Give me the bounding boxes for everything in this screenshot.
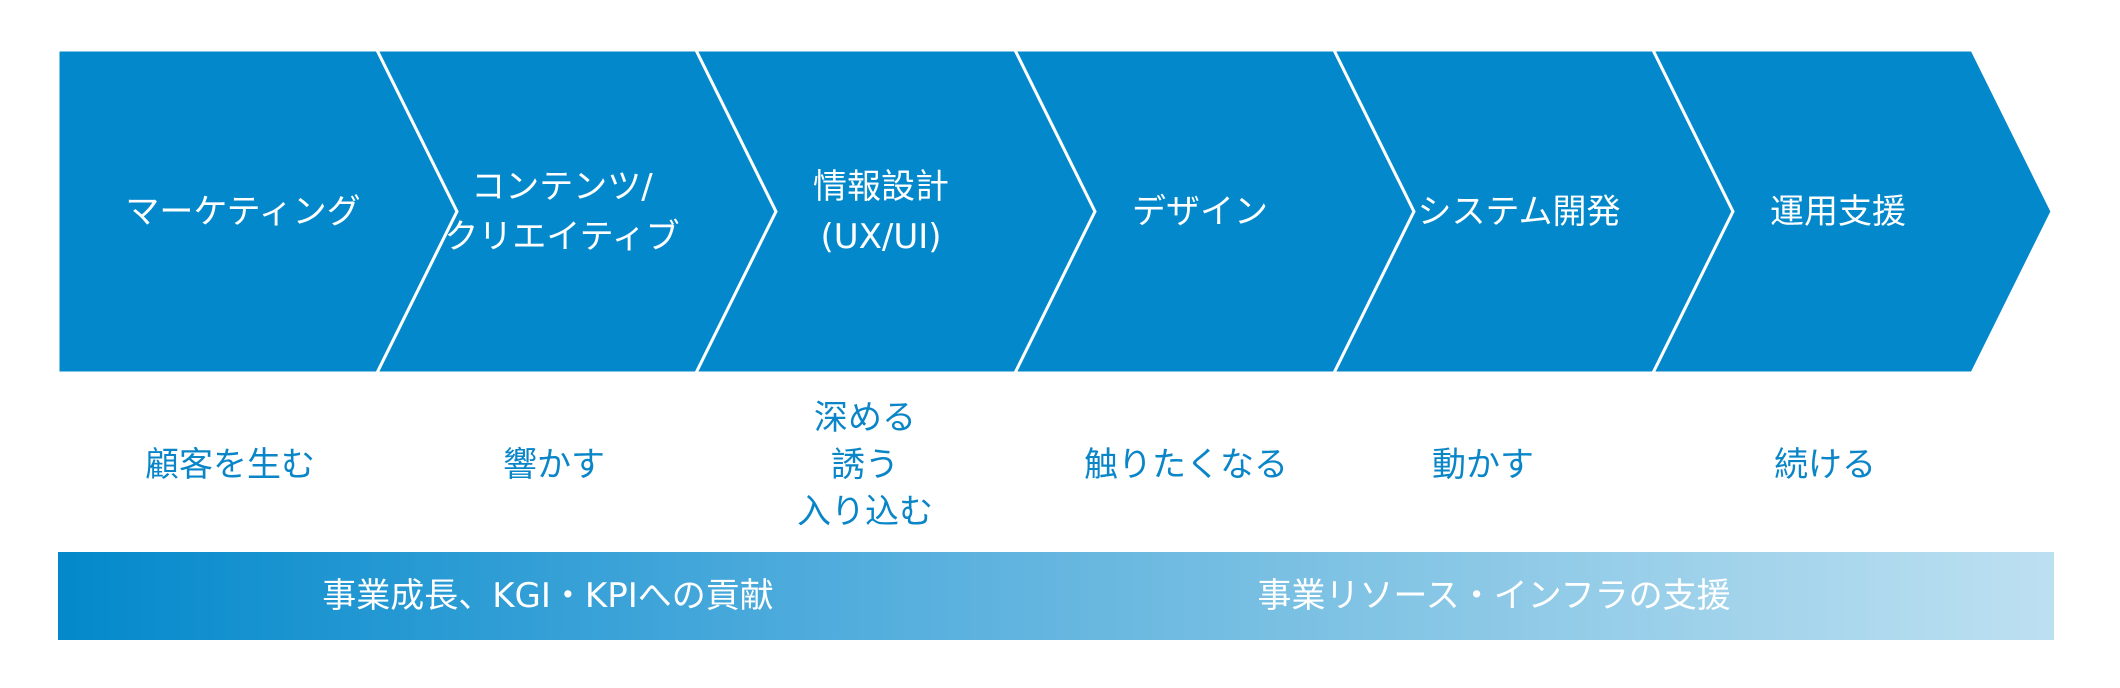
stage-value-2: 深める 誘う 入り込む	[797, 398, 933, 532]
stage-value-5: 続ける	[1774, 445, 1876, 485]
stage-value-4: 動かす	[1432, 445, 1534, 485]
chevron-stage-5	[1650, 48, 2054, 375]
stage-value-3: 触りたくなる	[1084, 445, 1288, 485]
stage-label-0: マーケティング	[125, 191, 361, 232]
bottom-gradient-bar: 事業成長、KGI・KPIへの貢献 事業リソース・インフラの支援	[58, 552, 2054, 640]
bottom-bar-right-text: 事業リソース・インフラの支援	[1257, 576, 1731, 616]
stage-value-1: 響かす	[503, 445, 605, 485]
bottom-bar-left-text: 事業成長、KGI・KPIへの貢献	[322, 576, 774, 616]
stage-value-0: 顧客を生む	[145, 445, 315, 485]
stage-label-5: 運用支援	[1770, 191, 1906, 232]
stage-label-4: システム開発	[1417, 191, 1621, 232]
stage-label-2: 情報設計 (UX/UI)	[813, 166, 949, 257]
stage-label-3: デザイン	[1132, 191, 1268, 232]
stage-label-1: コンテンツ/ クリエイティブ	[444, 166, 680, 257]
